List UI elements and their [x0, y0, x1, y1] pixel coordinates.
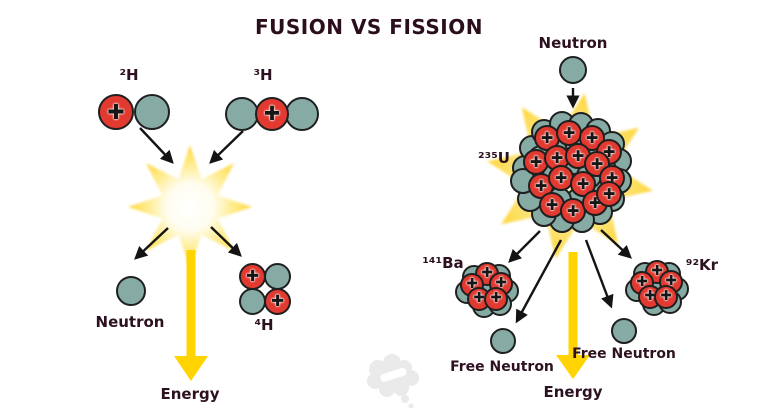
fission-neutron-label: Neutron — [538, 34, 608, 52]
plus-icon: ✚ — [562, 123, 576, 142]
proton-particle: ✚ — [596, 181, 622, 207]
plus-icon: ✚ — [270, 291, 284, 310]
deuterium-label: ²H — [119, 66, 139, 84]
neutron-particle — [264, 263, 291, 290]
plus-icon: ✚ — [473, 290, 485, 307]
fusion-energy-label: Energy — [160, 385, 220, 403]
proton-particle: ✚ — [264, 288, 291, 315]
neutron-particle — [285, 97, 319, 131]
barium-label: ¹⁴¹Ba — [422, 254, 464, 272]
plus-icon: ✚ — [245, 266, 259, 285]
plus-icon: ✚ — [540, 128, 554, 147]
plus-icon: ✚ — [550, 148, 564, 167]
plus-icon: ✚ — [554, 168, 568, 187]
fission-energy-label: Energy — [543, 383, 603, 401]
plus-icon: ✚ — [566, 201, 580, 220]
helium-label: ⁴H — [254, 316, 274, 334]
neutron-particle — [490, 328, 516, 354]
fusion-energy-arrow — [174, 250, 208, 381]
arrow-uranium-to-free-neutron-right — [584, 239, 614, 309]
plus-icon: ✚ — [651, 263, 663, 280]
plus-icon: ✚ — [481, 265, 493, 282]
diagram-title: FUSION VS FISSION — [255, 15, 483, 39]
proton-particle: ✚ — [255, 97, 289, 131]
plus-icon: ✚ — [545, 195, 559, 214]
neutron-particle — [225, 97, 259, 131]
arrow-star-to-helium — [210, 226, 242, 257]
uranium-label: ²³⁵U — [478, 149, 510, 167]
plus-icon: ✚ — [529, 152, 543, 171]
arrow-uranium-to-barium — [508, 230, 541, 263]
neutron-particle — [134, 94, 170, 130]
free-neutron-left-label: Free Neutron — [450, 359, 554, 375]
plus-icon: ✚ — [490, 290, 502, 307]
arrow-deuterium-to-star — [139, 127, 174, 164]
plus-icon: ✚ — [585, 128, 599, 147]
proton-particle: ✚ — [98, 94, 134, 130]
krypton-label: ⁹²Kr — [685, 256, 719, 274]
plus-icon: ✚ — [576, 174, 590, 193]
plus-icon: ✚ — [602, 184, 616, 203]
plus-icon: ✚ — [534, 176, 548, 195]
tritium-label: ³H — [253, 66, 273, 84]
neutron-particle — [611, 318, 637, 344]
proton-particle: ✚ — [630, 271, 654, 295]
neutron-particle — [559, 56, 587, 84]
watermark-logo — [367, 354, 419, 409]
plus-icon: ✚ — [107, 99, 125, 124]
plus-icon: ✚ — [495, 275, 507, 292]
neutron-particle — [239, 288, 266, 315]
fission-energy-arrow — [556, 252, 590, 379]
proton-particle: ✚ — [239, 263, 266, 290]
plus-icon: ✚ — [644, 288, 656, 305]
plus-icon: ✚ — [466, 276, 478, 293]
arrow-tritium-to-star — [209, 130, 244, 164]
arrow-uranium-to-free-neutron-left — [515, 239, 563, 324]
plus-icon: ✚ — [590, 154, 604, 173]
neutron-particle — [116, 276, 146, 306]
fusion-neutron-label: Neutron — [95, 313, 165, 331]
proton-particle: ✚ — [654, 285, 678, 309]
arrow-star-to-neutron — [134, 227, 169, 260]
free-neutron-right-label: Free Neutron — [572, 346, 676, 362]
proton-particle: ✚ — [484, 287, 508, 311]
plus-icon: ✚ — [636, 274, 648, 291]
plus-icon: ✚ — [660, 288, 672, 305]
proton-particle: ✚ — [548, 165, 574, 191]
plus-icon: ✚ — [263, 102, 281, 126]
plus-icon: ✚ — [665, 273, 677, 290]
arrow-uranium-to-krypton — [600, 229, 632, 259]
plus-icon: ✚ — [571, 146, 585, 165]
